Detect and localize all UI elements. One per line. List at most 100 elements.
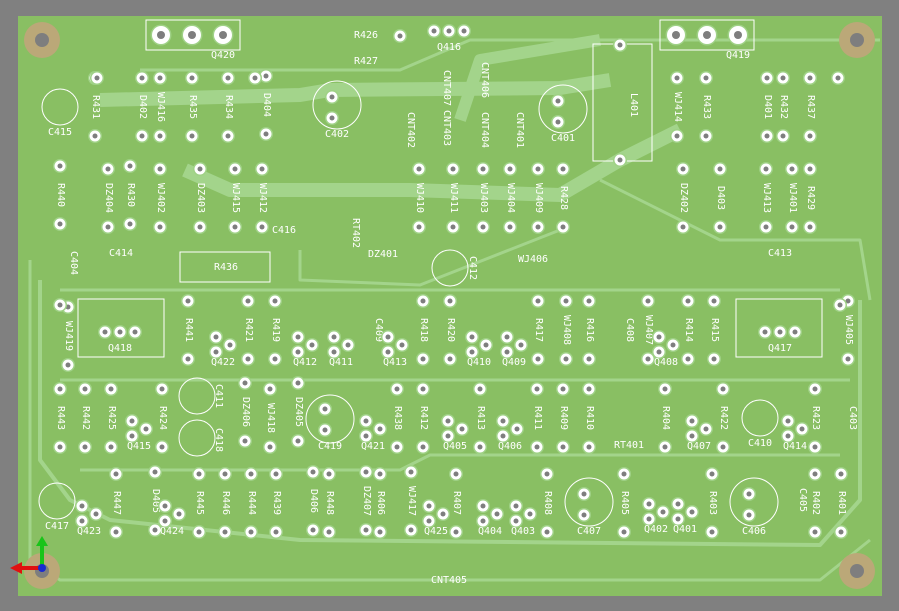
ref-label-cnt402: CNT402 [405, 111, 416, 149]
ref-label-q408: Q408 [653, 357, 679, 368]
solder-pad [774, 326, 786, 338]
ref-label-cnt404: CNT404 [479, 111, 490, 149]
q419-outline [659, 19, 755, 51]
ref-label-q405: Q405 [442, 441, 468, 452]
solder-pad [193, 526, 205, 538]
ref-label-r433: R433 [701, 94, 712, 120]
ref-label-q412: Q412 [292, 357, 318, 368]
ref-label-q420: Q420 [210, 50, 236, 61]
ref-label-c401: C401 [550, 133, 576, 144]
solder-pad [686, 430, 698, 442]
ref-label-r414: R414 [683, 317, 694, 343]
solder-pad [323, 526, 335, 538]
ref-label-c419: C419 [317, 441, 343, 452]
solder-pad [319, 424, 331, 436]
solder-pad [154, 163, 166, 175]
solder-pad [417, 353, 429, 365]
mounting-hole [839, 553, 875, 589]
ref-label-c410: C410 [747, 438, 773, 449]
solder-pad [541, 526, 553, 538]
c419-outline [305, 394, 355, 444]
solder-pad [182, 295, 194, 307]
axis-gizmo-icon[interactable] [8, 534, 52, 578]
solder-pad [447, 163, 459, 175]
ref-label-wj416: WJ416 [155, 91, 166, 123]
solder-pad [152, 26, 170, 44]
solder-pad [149, 524, 161, 536]
solder-pad [129, 326, 141, 338]
solder-pad [360, 466, 372, 478]
solder-pad [706, 468, 718, 480]
solder-pad [382, 331, 394, 343]
solder-pad [477, 515, 489, 527]
ref-label-r409: R409 [558, 405, 569, 431]
ref-label-q416: Q416 [436, 42, 462, 53]
ref-label-c413: C413 [767, 248, 793, 259]
ref-label-wj418: WJ418 [265, 402, 276, 434]
solder-pad [682, 353, 694, 365]
solder-pad [510, 515, 522, 527]
ref-label-r403: R403 [707, 490, 718, 516]
solder-pad [183, 26, 201, 44]
solder-pad [796, 423, 808, 435]
solder-pad [319, 403, 331, 415]
ref-label-wj412: WJ412 [257, 182, 268, 214]
ref-label-r443: R443 [55, 405, 66, 431]
solder-pad [62, 359, 74, 371]
solder-pad [54, 218, 66, 230]
solder-pad [382, 346, 394, 358]
solder-pad [413, 163, 425, 175]
ref-label-r434: R434 [223, 94, 234, 120]
solder-pad [249, 72, 261, 84]
solder-pad [239, 377, 251, 389]
solder-pad [292, 331, 304, 343]
ref-label-d402: D402 [137, 94, 148, 120]
solder-pad [782, 430, 794, 442]
solder-pad [450, 468, 462, 480]
solder-pad [417, 383, 429, 395]
ref-label-q423: Q423 [76, 526, 102, 537]
ref-label-dz403: DZ403 [195, 182, 206, 214]
solder-pad [428, 25, 440, 37]
ref-label-r445: R445 [194, 490, 205, 516]
solder-pad [222, 130, 234, 142]
ref-label-dz401: DZ401 [367, 249, 399, 260]
solder-pad [374, 468, 386, 480]
solder-pad [466, 346, 478, 358]
ref-label-r437: R437 [805, 94, 816, 120]
solder-pad [717, 441, 729, 453]
solder-pad [760, 221, 772, 233]
ref-label-r441: R441 [183, 317, 194, 343]
solder-pad [809, 441, 821, 453]
ref-label-d401: D401 [762, 94, 773, 120]
solder-pad [504, 163, 516, 175]
ref-label-q417: Q417 [767, 343, 793, 354]
solder-pad [706, 526, 718, 538]
solder-pad [515, 339, 527, 351]
solder-pad [79, 383, 91, 395]
solder-pad [210, 331, 222, 343]
solder-pad [557, 221, 569, 233]
signal-trace [80, 453, 840, 472]
ref-label-r410: R410 [584, 405, 595, 431]
mounting-hole [24, 22, 60, 58]
power-trace [99, 73, 612, 107]
power-trace [454, 34, 601, 122]
solder-pad [541, 468, 553, 480]
solder-pad [194, 163, 206, 175]
ref-label-wj403: WJ403 [478, 182, 489, 214]
solder-pad [531, 383, 543, 395]
ref-label-r442: R442 [80, 405, 91, 431]
ref-label-wj407: WJ407 [643, 314, 654, 346]
solder-pad [667, 339, 679, 351]
solder-pad [264, 383, 276, 395]
ref-label-wj402: WJ402 [155, 182, 166, 214]
ref-label-c408: C408 [624, 317, 635, 343]
solder-pad [618, 468, 630, 480]
solder-pad [442, 430, 454, 442]
solder-pad [154, 221, 166, 233]
solder-pad [456, 423, 468, 435]
solder-pad [186, 72, 198, 84]
ref-label-r415: R415 [709, 317, 720, 343]
solder-pad [447, 221, 459, 233]
